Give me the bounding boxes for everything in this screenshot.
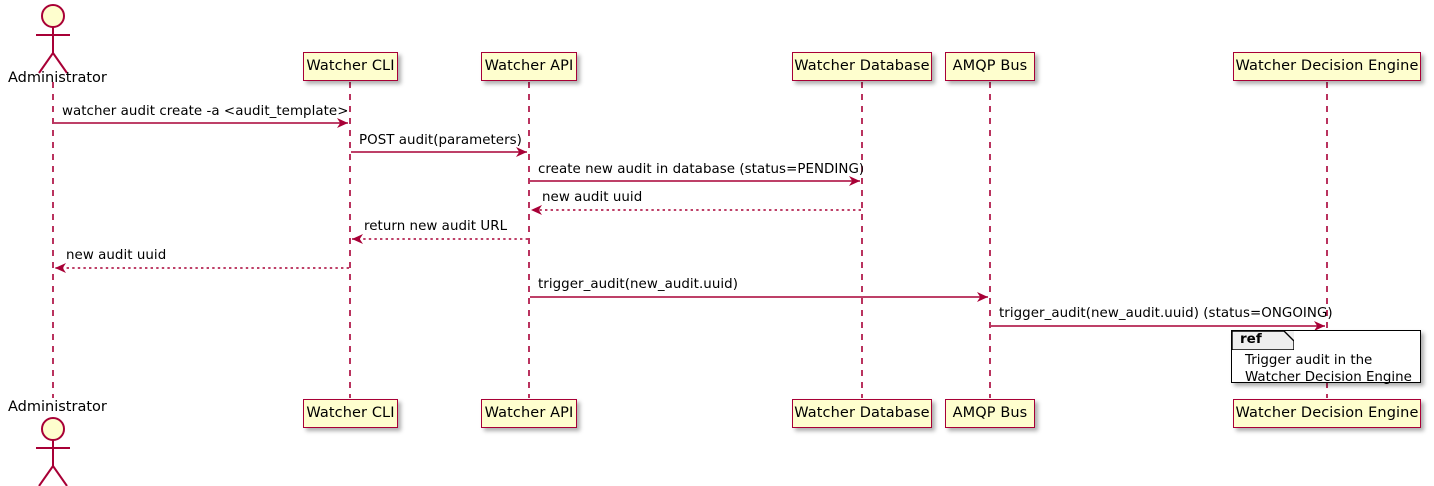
participant-box-watcher-database-bottom[interactable]: Watcher Database	[792, 399, 932, 428]
participant-label: Watcher Database	[794, 58, 930, 75]
message-label-7: trigger_audit(new_audit.uuid)	[538, 277, 738, 292]
actor-leg-left-icon	[38, 52, 54, 74]
participant-label: AMQP Bus	[952, 405, 1028, 422]
ref-fragment-body: Trigger audit in the Watcher Decision En…	[1245, 353, 1412, 386]
ref-fragment-line-1: Trigger audit in the	[1245, 353, 1373, 368]
participant-label: Watcher CLI	[306, 405, 395, 422]
actor-leg-left-icon	[38, 465, 54, 486]
participant-label: Watcher Database	[794, 405, 930, 422]
lifelines-group	[52, 82, 1328, 398]
message-label-2: POST audit(parameters)	[359, 133, 522, 148]
message-label-8: trigger_audit(new_audit.uuid) (status=ON…	[999, 306, 1333, 321]
message-label-1: watcher audit create -a <audit_template>	[62, 104, 349, 119]
participant-box-amqp-bus-top[interactable]: AMQP Bus	[945, 52, 1035, 81]
participant-label: Watcher Decision Engine	[1235, 405, 1419, 422]
participant-label: Watcher Decision Engine	[1235, 58, 1419, 75]
participant-box-decision-engine-bottom[interactable]: Watcher Decision Engine	[1233, 399, 1421, 428]
message-label-6: new audit uuid	[66, 248, 167, 263]
message-arrows-group	[54, 118, 1325, 331]
participant-box-decision-engine-top[interactable]: Watcher Decision Engine	[1233, 52, 1421, 81]
actor-leg-right-icon	[52, 52, 68, 74]
participant-box-watcher-cli-bottom[interactable]: Watcher CLI	[303, 399, 398, 428]
participant-box-watcher-api-bottom[interactable]: Watcher API	[481, 399, 577, 428]
participant-box-watcher-cli-top[interactable]: Watcher CLI	[303, 52, 398, 81]
participant-box-watcher-api-top[interactable]: Watcher API	[481, 52, 577, 81]
ref-fragment-line-2: Watcher Decision Engine	[1245, 369, 1412, 385]
participant-label: Watcher API	[484, 405, 574, 422]
participant-label: Watcher CLI	[306, 58, 395, 75]
actor-figure-administrator-bottom	[36, 417, 70, 486]
message-label-5: return new audit URL	[364, 219, 508, 234]
actor-head-icon	[41, 417, 65, 441]
ref-fragment-tab-label: ref	[1240, 331, 1262, 347]
ref-fragment-box[interactable]: ref Trigger audit in the Watcher Decisio…	[1231, 330, 1421, 386]
message-label-4: new audit uuid	[542, 190, 643, 205]
actor-head-icon	[41, 4, 65, 28]
actor-label-administrator-bottom: Administrator	[8, 399, 107, 415]
participant-label: Watcher API	[484, 58, 574, 75]
actor-figures-group	[36, 4, 70, 486]
ref-fragment-tab	[1231, 330, 1295, 351]
participant-box-watcher-database-top[interactable]: Watcher Database	[792, 52, 932, 81]
participant-box-amqp-bus-bottom[interactable]: AMQP Bus	[945, 399, 1035, 428]
participant-label: AMQP Bus	[952, 58, 1028, 75]
actor-label-administrator-top: Administrator	[8, 70, 107, 86]
actor-figure-administrator-top	[36, 4, 70, 74]
actor-leg-right-icon	[52, 465, 68, 486]
message-label-3: create new audit in database (status=PEN…	[538, 162, 865, 177]
